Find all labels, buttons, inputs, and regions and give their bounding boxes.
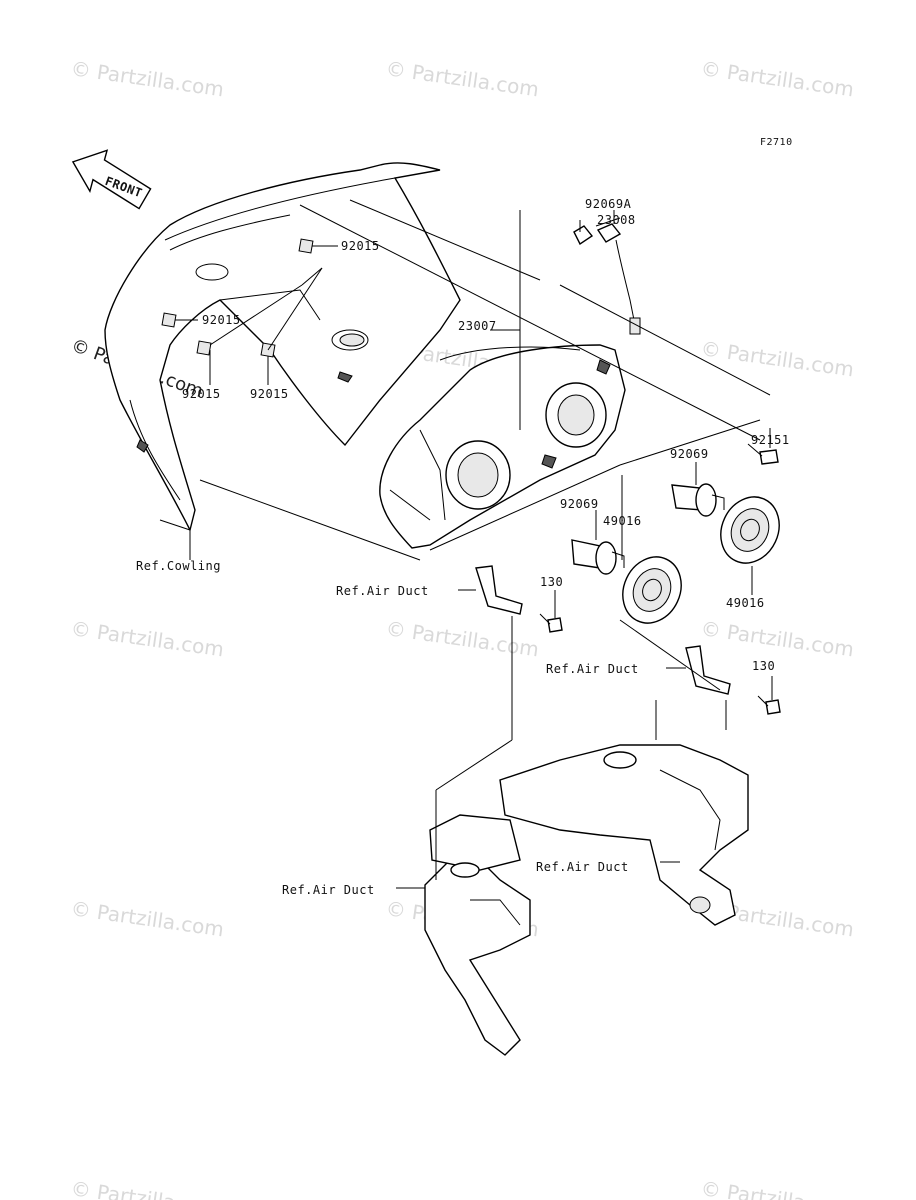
callout-ref-air-duct: Ref.Air Duct [336,584,429,598]
bracket-left [475,565,523,615]
bolt-130-right [757,695,781,715]
callout-92015: 92015 [202,313,241,327]
callout-92069: 92069 [670,447,709,461]
callout-92015: 92015 [250,387,289,401]
callout-92151: 92151 [751,433,790,447]
watermark: © Partzilla.com [384,616,540,661]
callout-23008: 23008 [597,213,636,227]
callout-ref-air-duct: Ref.Air Duct [546,662,639,676]
callout-labels: 92069A 23008 92015 92015 92015 92015 230… [136,197,790,897]
watermark: © Partzilla.com [699,1176,855,1200]
callout-23007: 23007 [458,319,497,333]
air-duct-right [499,744,749,926]
air-duct-left [424,814,531,1056]
callout-ref-air-duct: Ref.Air Duct [282,883,375,897]
callout-ref-air-duct: Ref.Air Duct [536,860,629,874]
bulb-92069a [573,225,594,246]
dust-cover-49016-right [720,496,780,564]
watermark: © Partzilla.com [699,56,855,101]
watermark: © Partzilla.com [69,896,225,941]
callout-130: 130 [752,659,775,673]
callout-92069: 92069 [560,497,599,511]
watermark: © Partzilla.com [69,56,225,101]
watermark: © Partzilla.com [699,336,855,381]
callout-92069a: 92069A [585,197,632,211]
figure-code: F2710 [760,137,793,148]
headlight-housing-part [379,344,626,549]
callout-92015: 92015 [341,239,380,253]
leader-lines [159,199,773,889]
callout-ref-cowling: Ref.Cowling [136,559,221,573]
callout-49016: 49016 [603,514,642,528]
front-arrow-icon: FRONT [71,149,152,210]
callout-49016: 49016 [726,596,765,610]
bulb-92069-left [571,539,625,575]
watermark: © Partzilla.com [699,616,855,661]
bolt-92151 [747,443,779,465]
clip-nut-92015 [161,238,314,358]
bracket-right [685,645,731,695]
dust-cover-49016-left [622,556,682,624]
watermark: © Partzilla.com [69,1176,225,1200]
bolt-130-left [539,613,563,633]
callout-92015: 92015 [182,387,221,401]
socket-23008 [595,217,641,335]
callout-130: 130 [540,575,563,589]
bulb-92069-right [671,483,725,517]
watermark: © Partzilla.com [69,616,225,661]
cowling-part [104,162,461,533]
watermark: © Partzilla.com [384,56,540,101]
